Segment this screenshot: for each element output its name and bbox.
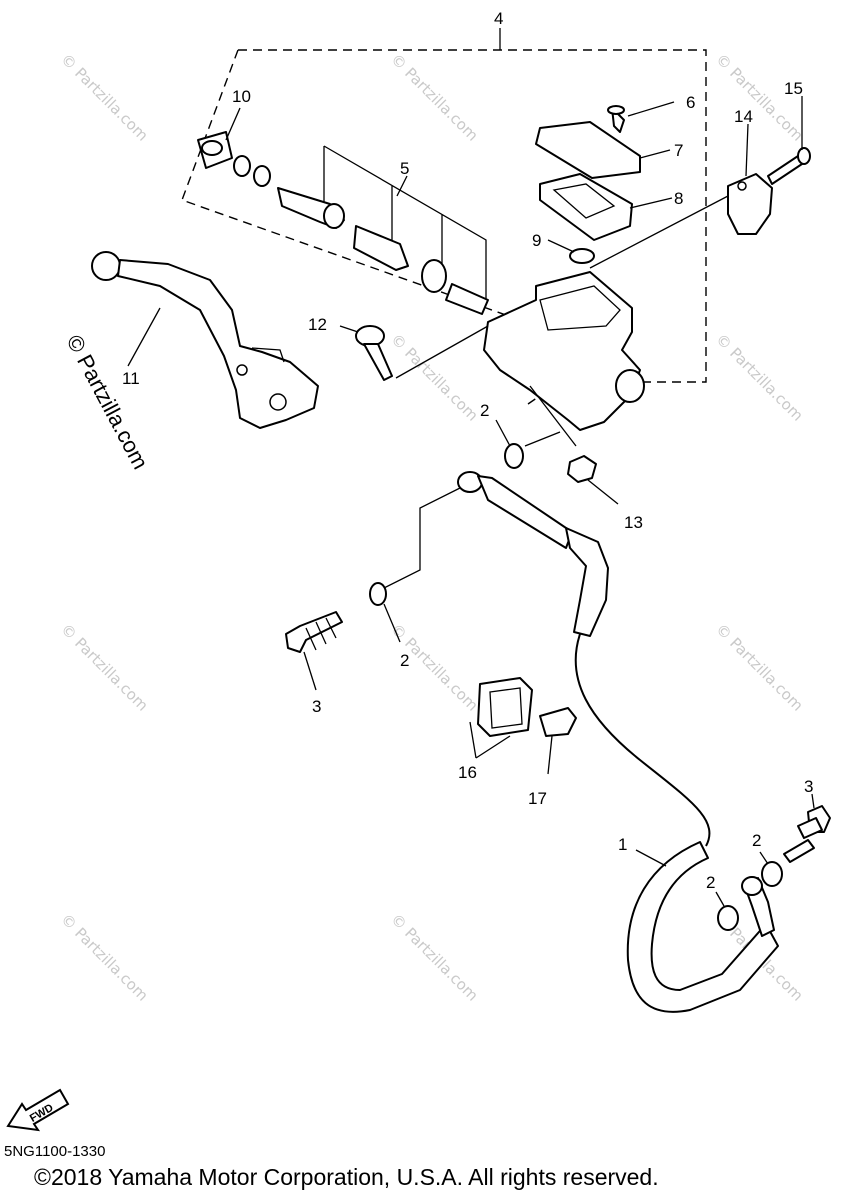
callout-7: 7 [674, 141, 683, 160]
piston-kit-bracket [323, 145, 487, 300]
callout-16: 16 [458, 763, 477, 782]
watermark: © Partzilla.com [387, 330, 482, 425]
clutch-lever [91, 251, 319, 429]
switch-assembly [469, 677, 577, 775]
callout-2: 2 [400, 651, 409, 670]
callout-8: 8 [674, 189, 683, 208]
callout-numbers: 4 10 6 15 14 7 5 8 9 12 11 2 13 2 3 16 1… [122, 9, 813, 892]
watermark: © Partzilla.com [387, 50, 482, 145]
callout-10: 10 [232, 87, 251, 106]
callout-1: 1 [618, 835, 627, 854]
diagram-code: 5NG1100-1330 [4, 1143, 106, 1160]
hose-upper [369, 471, 711, 847]
watermark: © Partzilla.com [57, 50, 152, 145]
watermark: © Partzilla.com [387, 910, 482, 1005]
forward-arrow-icon: FWD [6, 1088, 70, 1132]
callout-2: 2 [480, 401, 489, 420]
callout-6: 6 [686, 93, 695, 112]
callout-17: 17 [528, 789, 547, 808]
callout-11: 11 [122, 369, 140, 388]
callout-12: 12 [308, 315, 327, 334]
banjo-bolt-upper [285, 611, 343, 691]
watermark: © Partzilla.com [712, 330, 807, 425]
piston-assembly [277, 187, 489, 315]
dust-boot [197, 107, 271, 187]
copyright-notice: ©2018 Yamaha Motor Corporation, U.S.A. A… [34, 1164, 659, 1190]
fwd-label: FWD [28, 1102, 56, 1125]
master-cylinder-body [483, 195, 729, 447]
callout-4: 4 [494, 9, 503, 28]
callout-3: 3 [804, 777, 813, 796]
callout-14: 14 [734, 107, 753, 126]
watermark-side: © Partzilla.com [62, 331, 154, 474]
nut-and-washers [495, 419, 619, 505]
callout-2: 2 [706, 873, 715, 892]
hose-lower [626, 793, 831, 1013]
watermark: © Partzilla.com [57, 910, 152, 1005]
reservoir-cover-parts [535, 101, 675, 264]
callout-2: 2 [752, 831, 761, 850]
callout-9: 9 [532, 231, 541, 250]
callout-3: 3 [312, 697, 321, 716]
callout-13: 13 [624, 513, 643, 532]
callout-5: 5 [400, 159, 409, 178]
pivot-bolt [339, 325, 489, 381]
watermark: © Partzilla.com [712, 620, 807, 715]
watermark: © Partzilla.com [57, 620, 152, 715]
callout-15: 15 [784, 79, 803, 98]
clamp-holder [727, 96, 811, 235]
